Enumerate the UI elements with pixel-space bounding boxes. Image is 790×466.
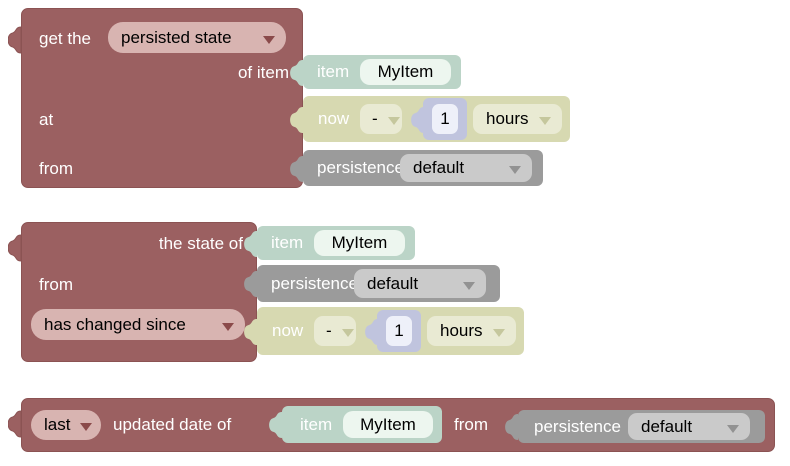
get-the-label: get the: [39, 28, 91, 48]
condition-dropdown-label: has changed since: [44, 314, 186, 334]
block-has-changed-since[interactable]: the state of from has changed since: [21, 222, 257, 362]
chevron-down-icon: [509, 166, 521, 174]
operator-dropdown-label: -: [372, 109, 378, 128]
value-connector-icon: [365, 319, 378, 345]
unit-dropdown[interactable]: hours: [473, 104, 562, 134]
block-persistence[interactable]: persistence default: [244, 265, 500, 302]
value-connector-icon: [244, 231, 257, 257]
chevron-down-icon: [387, 117, 400, 125]
number-field[interactable]: 1: [386, 316, 412, 346]
block-get-persisted-state[interactable]: get the persisted state of item at from: [21, 8, 303, 188]
from-label: from: [39, 159, 73, 178]
operator-dropdown[interactable]: -: [314, 316, 356, 346]
chevron-down-icon: [80, 423, 93, 431]
operator-dropdown-label: -: [326, 321, 332, 340]
store-dropdown[interactable]: default: [400, 154, 532, 182]
value-connector-icon: [290, 60, 303, 86]
of-item-label: of item: [237, 63, 289, 82]
block-persistence[interactable]: persistence default: [505, 410, 765, 443]
item-name-field[interactable]: MyItem: [314, 230, 405, 256]
at-label: at: [39, 110, 54, 129]
output-connector-icon: [8, 234, 22, 262]
now-label: now: [272, 321, 304, 340]
store-dropdown-label: default: [641, 416, 693, 436]
updated-date-of-label: updated date of: [113, 415, 232, 434]
unit-dropdown[interactable]: hours: [427, 316, 516, 346]
store-dropdown[interactable]: default: [354, 269, 486, 298]
persistence-label: persistence: [317, 158, 404, 177]
the-state-of-label: the state of: [158, 234, 243, 253]
state-type-dropdown[interactable]: persisted state: [108, 22, 286, 53]
chevron-down-icon: [727, 424, 739, 433]
store-dropdown-label: default: [413, 158, 465, 177]
store-dropdown[interactable]: default: [628, 413, 750, 440]
chevron-down-icon: [493, 329, 505, 337]
persistence-label: persistence: [534, 416, 621, 436]
output-connector-icon: [8, 410, 22, 438]
chevron-down-icon: [463, 281, 475, 290]
chevron-down-icon: [341, 329, 354, 337]
block-item[interactable]: item MyItem: [290, 55, 461, 89]
item-label: item: [317, 62, 350, 81]
store-dropdown-label: default: [367, 273, 419, 293]
period-dropdown-label: last: [44, 415, 71, 434]
chevron-down-icon: [263, 35, 275, 44]
persistence-label: persistence: [271, 273, 358, 293]
operator-dropdown[interactable]: -: [360, 104, 402, 134]
block-item[interactable]: item MyItem: [269, 406, 442, 443]
value-connector-icon: [244, 319, 257, 345]
unit-dropdown-label: hours: [440, 321, 483, 340]
condition-dropdown[interactable]: has changed since: [31, 309, 245, 340]
item-label: item: [271, 233, 304, 252]
from-label: from: [454, 415, 488, 434]
item-name-field[interactable]: MyItem: [343, 411, 433, 438]
now-label: now: [318, 109, 350, 128]
item-label: item: [300, 414, 333, 434]
output-connector-icon: [8, 26, 22, 54]
period-dropdown[interactable]: last: [31, 410, 101, 440]
value-connector-icon: [290, 156, 303, 182]
chevron-down-icon: [539, 117, 551, 125]
value-connector-icon: [505, 414, 518, 440]
block-item[interactable]: item MyItem: [244, 226, 415, 260]
value-connector-icon: [290, 107, 303, 133]
item-name-field[interactable]: MyItem: [360, 59, 451, 85]
from-label: from: [39, 274, 73, 294]
value-connector-icon: [244, 271, 257, 297]
number-field[interactable]: 1: [432, 104, 458, 134]
value-connector-icon: [269, 412, 282, 438]
chevron-down-icon: [222, 322, 234, 331]
block-persistence[interactable]: persistence default: [290, 150, 543, 186]
state-type-dropdown-label: persisted state: [121, 27, 232, 47]
block-number[interactable]: 1: [365, 310, 421, 352]
value-connector-icon: [411, 107, 424, 133]
unit-dropdown-label: hours: [486, 109, 529, 128]
block-number[interactable]: 1: [411, 98, 467, 140]
